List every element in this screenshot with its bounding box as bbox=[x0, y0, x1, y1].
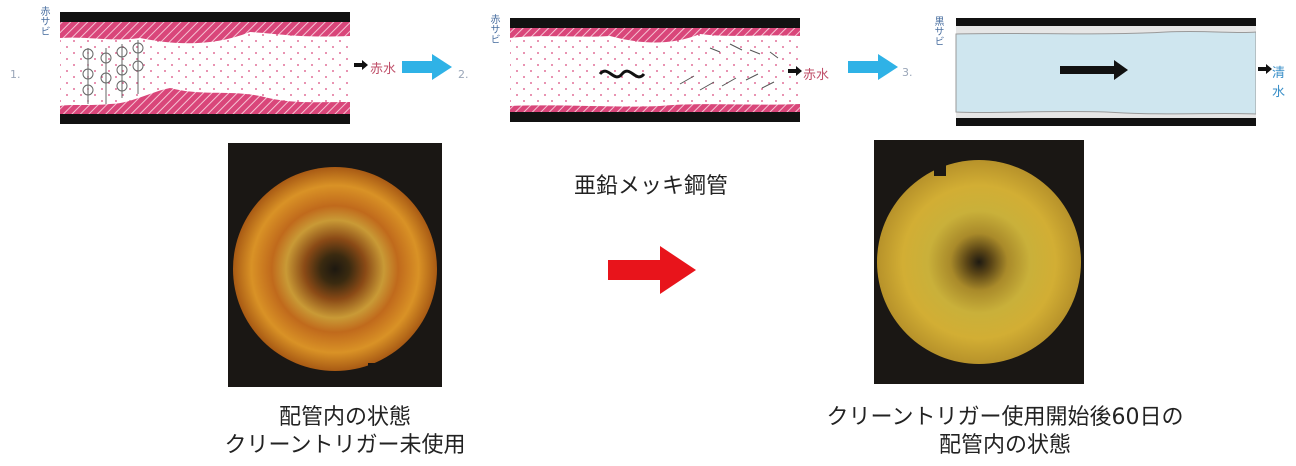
stage-1-rust-label: 赤サビ bbox=[38, 6, 49, 36]
after-pipe-photo bbox=[874, 140, 1084, 384]
stage-2-outflow-label: 赤水 bbox=[803, 68, 830, 83]
after-caption-line-2: 配管内の状態 bbox=[938, 433, 1071, 458]
compare-arrow bbox=[608, 246, 696, 294]
after-caption-line-1: クリーントリガー使用開始後60日の bbox=[826, 405, 1184, 430]
stage-2-pipe-diagram bbox=[500, 8, 800, 128]
before-caption: 配管内の状態 クリーントリガー未使用 bbox=[180, 404, 510, 460]
stage-2-rust-label: 赤サビ bbox=[488, 14, 499, 44]
stage-1-pipe-diagram bbox=[50, 8, 350, 128]
before-pipe-photo bbox=[228, 143, 442, 387]
stage-3-outflow-label: 清水 bbox=[1272, 66, 1286, 100]
stage-1-outflow-label: 赤水 bbox=[370, 62, 397, 77]
stage-3-pipe-diagram bbox=[946, 8, 1256, 132]
after-caption: クリーントリガー使用開始後60日の 配管内の状態 bbox=[780, 404, 1230, 460]
stage-arrow-1 bbox=[402, 54, 452, 80]
stage-1-number: 1. bbox=[10, 68, 21, 81]
before-caption-line-2: クリーントリガー未使用 bbox=[224, 433, 466, 458]
stage-2-number: 2. bbox=[458, 68, 469, 81]
stage-2-outflow-arrow bbox=[788, 66, 802, 76]
stage-3-outflow-arrow bbox=[1258, 64, 1272, 74]
stage-3-rust-label: 黒サビ bbox=[932, 16, 943, 46]
before-caption-line-1: 配管内の状態 bbox=[278, 405, 411, 430]
stage-arrow-2 bbox=[848, 54, 898, 80]
pipe-title: 亜鉛メッキ鋼管 bbox=[574, 174, 729, 199]
stage-3-number: 3. bbox=[902, 66, 913, 79]
stage-1-outflow-arrow bbox=[354, 60, 368, 70]
